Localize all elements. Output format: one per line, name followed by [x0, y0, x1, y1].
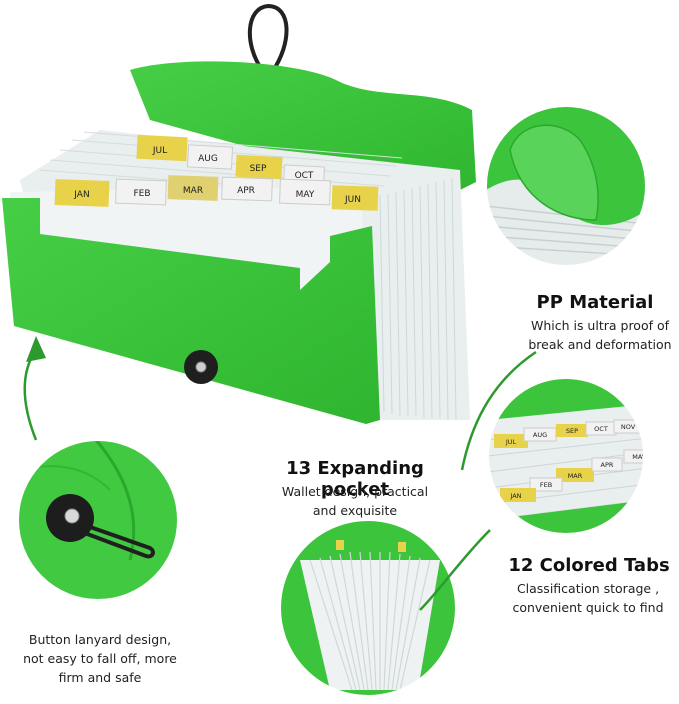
button-lanyard-desc: Button lanyard design, not easy to fall …: [8, 630, 192, 687]
expanding-pocket-line-2: and exquisite: [312, 503, 398, 518]
colored-tabs-zoom: JUL AUG SEP OCT NOV DEC MAY MAR APR FEB …: [487, 377, 657, 535]
tab-jul: JUL: [136, 134, 188, 162]
zoom-tab-dec: DEC: [640, 418, 657, 431]
tab-apr: APR: [221, 176, 273, 202]
expanding-folder-main: JUL AUG SEP OCT JAN FEB MAR: [2, 3, 476, 424]
expanding-pocket-desc: Wallet design, practical and exquisite: [260, 482, 450, 520]
pocket-edges: [379, 177, 457, 421]
button-lanyard-line-1: Button lanyard design,: [28, 632, 172, 647]
svg-text:AUG: AUG: [198, 154, 218, 164]
tab-feb: FEB: [115, 178, 167, 206]
zoom-tab-jan: JAN: [500, 488, 536, 502]
svg-text:JUL: JUL: [152, 146, 167, 156]
tab-jan: JAN: [54, 179, 110, 207]
svg-text:APR: APR: [601, 461, 614, 469]
zoom-tab-aug: AUG: [523, 427, 557, 442]
svg-text:JAN: JAN: [73, 190, 89, 200]
zoom-tab-feb: FEB: [529, 477, 563, 492]
svg-text:AUG: AUG: [533, 431, 547, 439]
zoom-tab-oct: OCT: [585, 421, 617, 436]
svg-text:MAR: MAR: [568, 472, 583, 480]
zoom-tab-sep: SEP: [556, 424, 588, 437]
svg-text:JUL: JUL: [505, 438, 517, 446]
tab-mar: MAR: [167, 175, 219, 201]
arrow-head-up-icon: [26, 336, 46, 362]
zoom-tab-jul: JUL: [494, 434, 528, 448]
expanding-pocket-title: 13 Expanding pocket: [286, 458, 424, 500]
svg-text:DEC: DEC: [643, 421, 657, 429]
pp-material-title: PP Material: [536, 292, 654, 313]
svg-text:JAN: JAN: [509, 492, 521, 500]
pp-material-desc: Which is ultra proof of break and deform…: [520, 316, 679, 354]
tab-aug: AUG: [186, 144, 234, 170]
svg-text:OCT: OCT: [594, 425, 608, 433]
svg-text:MAR: MAR: [183, 186, 203, 196]
colored-tabs-line-1: Classification storage ,: [516, 581, 660, 596]
expanding-pocket-zoom: [279, 519, 457, 697]
svg-text:NOV: NOV: [621, 423, 636, 431]
zoom-tab-may: MAY: [623, 449, 646, 464]
colored-tabs-line-2: convenient quick to find: [512, 600, 664, 615]
svg-text:FEB: FEB: [540, 481, 552, 489]
svg-text:MAY: MAY: [296, 190, 315, 200]
svg-text:JUN: JUN: [344, 195, 361, 205]
pp-material-line-1: Which is ultra proof of: [530, 318, 670, 333]
pp-material-zoom: [485, 105, 647, 267]
expanding-pocket-line-1: Wallet design, practical: [281, 484, 429, 499]
button-lanyard-line-3: firm and safe: [58, 670, 142, 685]
svg-text:APR: APR: [237, 186, 255, 196]
folder-front-panel: [2, 198, 380, 424]
svg-text:SEP: SEP: [250, 164, 267, 174]
zoom-tab-apr: APR: [591, 457, 623, 472]
svg-text:MAY: MAY: [632, 453, 646, 461]
snap-button: [184, 350, 218, 384]
button-lanyard-zoom: [17, 439, 179, 601]
lanyard-loop: [248, 3, 289, 74]
button-lanyard-line-2: not easy to fall off, more: [23, 651, 177, 666]
svg-text:SEP: SEP: [566, 427, 578, 435]
lanyard-cord: [69, 518, 155, 559]
tab-jun: JUN: [331, 185, 379, 211]
tab-sep: SEP: [235, 154, 283, 180]
colored-tabs-title: 12 Colored Tabs: [508, 555, 670, 576]
colored-tabs-desc: Classification storage , convenient quic…: [500, 579, 676, 617]
svg-text:FEB: FEB: [133, 189, 150, 199]
zoom-tab-mar: MAR: [556, 468, 594, 482]
pp-material-line-2: break and deformation: [528, 337, 672, 352]
svg-text:OCT: OCT: [295, 171, 314, 181]
tab-may: MAY: [279, 178, 331, 206]
